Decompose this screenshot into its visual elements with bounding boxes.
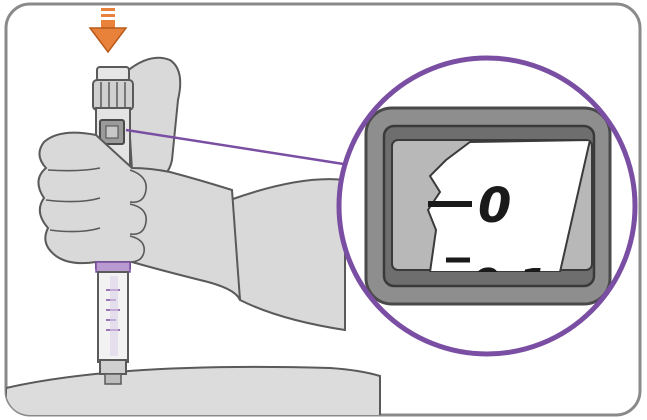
thumb [126, 58, 180, 178]
pen-needle-hub [100, 360, 126, 374]
pen-dial [93, 80, 133, 110]
current-dose-value: 0 [478, 178, 511, 234]
pen-push-button [97, 67, 129, 81]
magnifier-circle: 0 0.1 [339, 58, 635, 354]
pen-plunger-band [96, 262, 130, 272]
